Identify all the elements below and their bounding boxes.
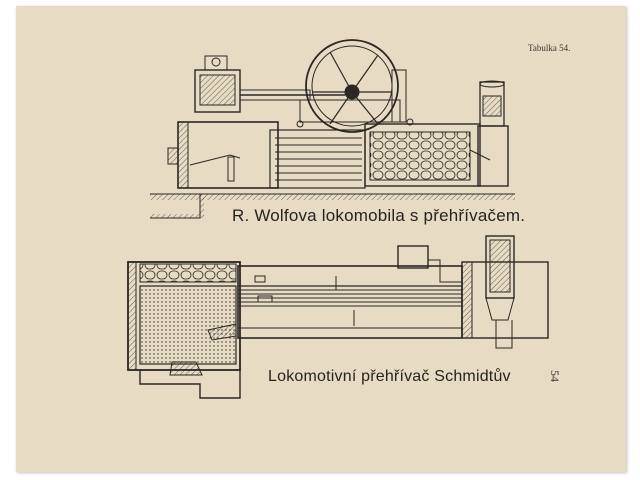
side-plate-number: 54 — [548, 370, 562, 382]
locomobile-drawing — [150, 39, 515, 219]
schmidt-superheater-drawing — [127, 235, 549, 399]
top-figure-caption: R. Wolfova lokomobila s přehřívačem. — [232, 206, 526, 225]
plate-sheet — [16, 6, 626, 472]
bottom-figure-caption: Lokomotivní přehřívač Schmidtův — [268, 368, 511, 385]
plate-number-label: Tabulka 54. — [528, 43, 571, 53]
